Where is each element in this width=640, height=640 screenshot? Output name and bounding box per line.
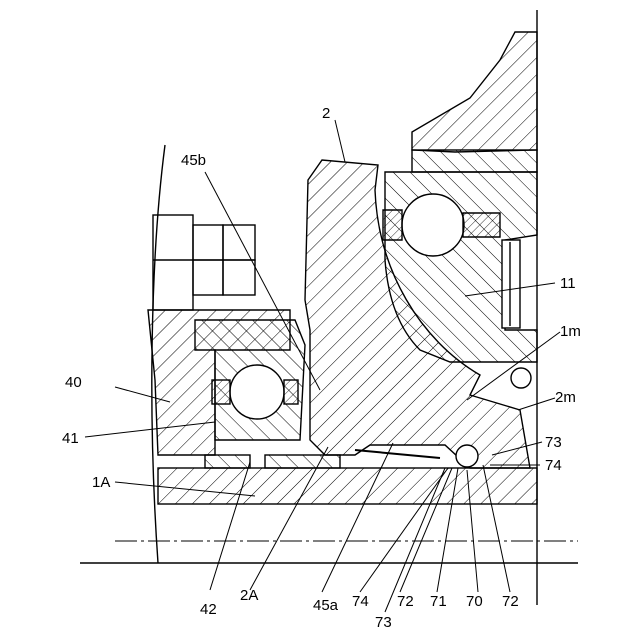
label-45a: 45a [313, 597, 339, 614]
label-1A: 1A [92, 474, 110, 491]
label-71: 71 [430, 593, 447, 610]
label-42: 42 [200, 601, 217, 618]
label-72-right: 72 [502, 593, 519, 610]
label-73-right: 73 [545, 434, 562, 451]
ring-1m [511, 368, 531, 388]
lower-cage-left [212, 380, 230, 404]
label-70: 70 [466, 593, 483, 610]
upper-housing-step [412, 150, 537, 172]
stacked-blocks [153, 215, 255, 310]
label-73-bottom: 73 [375, 614, 392, 631]
label-1m: 1m [560, 323, 581, 340]
label-41: 41 [62, 430, 79, 447]
lower-bearing-ball [230, 365, 284, 419]
upper-cage-left [383, 210, 402, 240]
label-2m: 2m [555, 389, 576, 406]
seal-45a [355, 450, 440, 458]
label-72-left: 72 [397, 593, 414, 610]
spacer-42 [205, 455, 250, 468]
label-40: 40 [65, 374, 82, 391]
upper-housing [412, 32, 537, 152]
upper-cage-right [463, 213, 500, 237]
spacer-2A [265, 455, 340, 468]
upper-bearing-ball [402, 194, 464, 256]
shaft-1A [158, 468, 537, 504]
lower-cage-right [284, 380, 298, 404]
label-2A: 2A [240, 587, 258, 604]
needle-bearing [502, 240, 520, 328]
ball-70 [456, 445, 478, 467]
label-74-bottom: 74 [352, 593, 369, 610]
label-74-right: 74 [545, 457, 562, 474]
label-45b: 45b [181, 152, 206, 169]
label-2: 2 [322, 105, 330, 122]
label-11: 11 [560, 275, 576, 292]
